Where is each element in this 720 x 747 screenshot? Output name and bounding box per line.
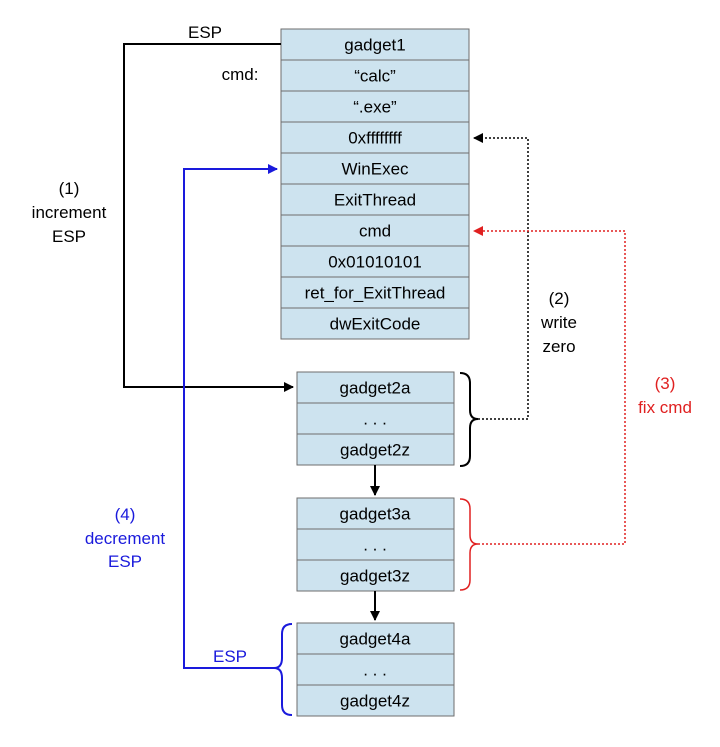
svg-text:gadget2a: gadget2a xyxy=(340,379,411,398)
stack-cell-winexec: WinExec xyxy=(280,152,470,185)
gadget2-ellipsis-cell: . . . xyxy=(296,402,455,435)
stack-cell-calc-string: “calc” xyxy=(280,59,470,92)
step2-number: (2) xyxy=(549,289,570,308)
cmd-label: cmd: xyxy=(222,65,259,84)
fix-cmd-label-bg xyxy=(630,370,704,418)
step4-number: (4) xyxy=(115,505,136,524)
gadget4-ellipsis-cell: . . . xyxy=(296,653,455,686)
increment-esp-arrow xyxy=(123,43,294,392)
step4-line2: ESP xyxy=(108,552,142,571)
stack-cell-dwexitcode: dwExitCode xyxy=(280,307,470,340)
step3-line1: fix cmd xyxy=(638,398,692,417)
stack-cell-gadget1: gadget1 xyxy=(280,28,470,61)
step4-line1: decrement xyxy=(85,529,166,548)
step1-number: (1) xyxy=(59,179,80,198)
svg-text:. . .: . . . xyxy=(363,536,387,555)
gadget-group-3-brace xyxy=(459,498,479,591)
stack-cell-exe-string: “.exe” xyxy=(280,90,470,123)
svg-text:“.exe”: “.exe” xyxy=(353,98,397,117)
esp-top-label: ESP xyxy=(188,23,222,42)
svg-text:gadget4z: gadget4z xyxy=(340,692,410,711)
step2-line1: write xyxy=(540,313,577,332)
svg-text:ExitThread: ExitThread xyxy=(334,191,416,210)
step2-line2: zero xyxy=(542,337,575,356)
svg-text:. . .: . . . xyxy=(363,661,387,680)
svg-text:“calc”: “calc” xyxy=(354,67,396,86)
step1-line1: increment xyxy=(32,203,107,222)
svg-text:ret_for_ExitThread: ret_for_ExitThread xyxy=(305,284,446,303)
decrement-esp-arrow xyxy=(183,164,278,669)
svg-text:0xffffffff: 0xffffffff xyxy=(348,129,402,148)
step3-number: (3) xyxy=(655,374,676,393)
main-stack: gadget1 “calc” “.exe” 0xffffffff WinExec… xyxy=(280,28,470,340)
stack-cell-0x01010101: 0x01010101 xyxy=(280,245,470,278)
write-zero-arrow xyxy=(473,133,529,420)
gadget2z-cell: gadget2z xyxy=(296,433,455,466)
gadget4z-cell: gadget4z xyxy=(296,684,455,717)
svg-text:gadget3a: gadget3a xyxy=(340,505,411,524)
gadget-group-4: gadget4a . . . gadget4z xyxy=(296,622,455,717)
gadget-group-4-brace xyxy=(273,623,293,716)
decrement-esp-label-bg xyxy=(74,500,176,576)
stack-cell-cmd: cmd xyxy=(280,214,470,247)
gadget2a-cell: gadget2a xyxy=(296,371,455,404)
gadget-group-2: gadget2a . . . gadget2z xyxy=(296,371,455,466)
gadget-group-3: gadget3a . . . gadget3z xyxy=(296,497,455,592)
svg-text:. . .: . . . xyxy=(363,410,387,429)
stack-cell-0xffffffff: 0xffffffff xyxy=(280,121,470,154)
gadget3z-cell: gadget3z xyxy=(296,559,455,592)
fix-cmd-arrow xyxy=(473,226,626,545)
gadget-group-2-brace xyxy=(459,372,479,467)
stack-cell-ret-for-exitthread: ret_for_ExitThread xyxy=(280,276,470,309)
svg-text:gadget4a: gadget4a xyxy=(340,630,411,649)
step1-line2: ESP xyxy=(52,227,86,246)
svg-text:0x01010101: 0x01010101 xyxy=(328,253,422,272)
gadget3-ellipsis-cell: . . . xyxy=(296,528,455,561)
svg-text:gadget1: gadget1 xyxy=(344,36,405,55)
svg-text:gadget3z: gadget3z xyxy=(340,567,410,586)
svg-text:cmd: cmd xyxy=(359,222,391,241)
svg-text:dwExitCode: dwExitCode xyxy=(330,315,421,334)
gadget3a-cell: gadget3a xyxy=(296,497,455,530)
stack-cell-exitthread: ExitThread xyxy=(280,183,470,216)
svg-text:gadget2z: gadget2z xyxy=(340,441,410,460)
gadget4a-cell: gadget4a xyxy=(296,622,455,655)
write-zero-label-bg xyxy=(532,284,588,358)
svg-text:WinExec: WinExec xyxy=(341,160,409,179)
esp-bottom-label: ESP xyxy=(213,647,247,666)
